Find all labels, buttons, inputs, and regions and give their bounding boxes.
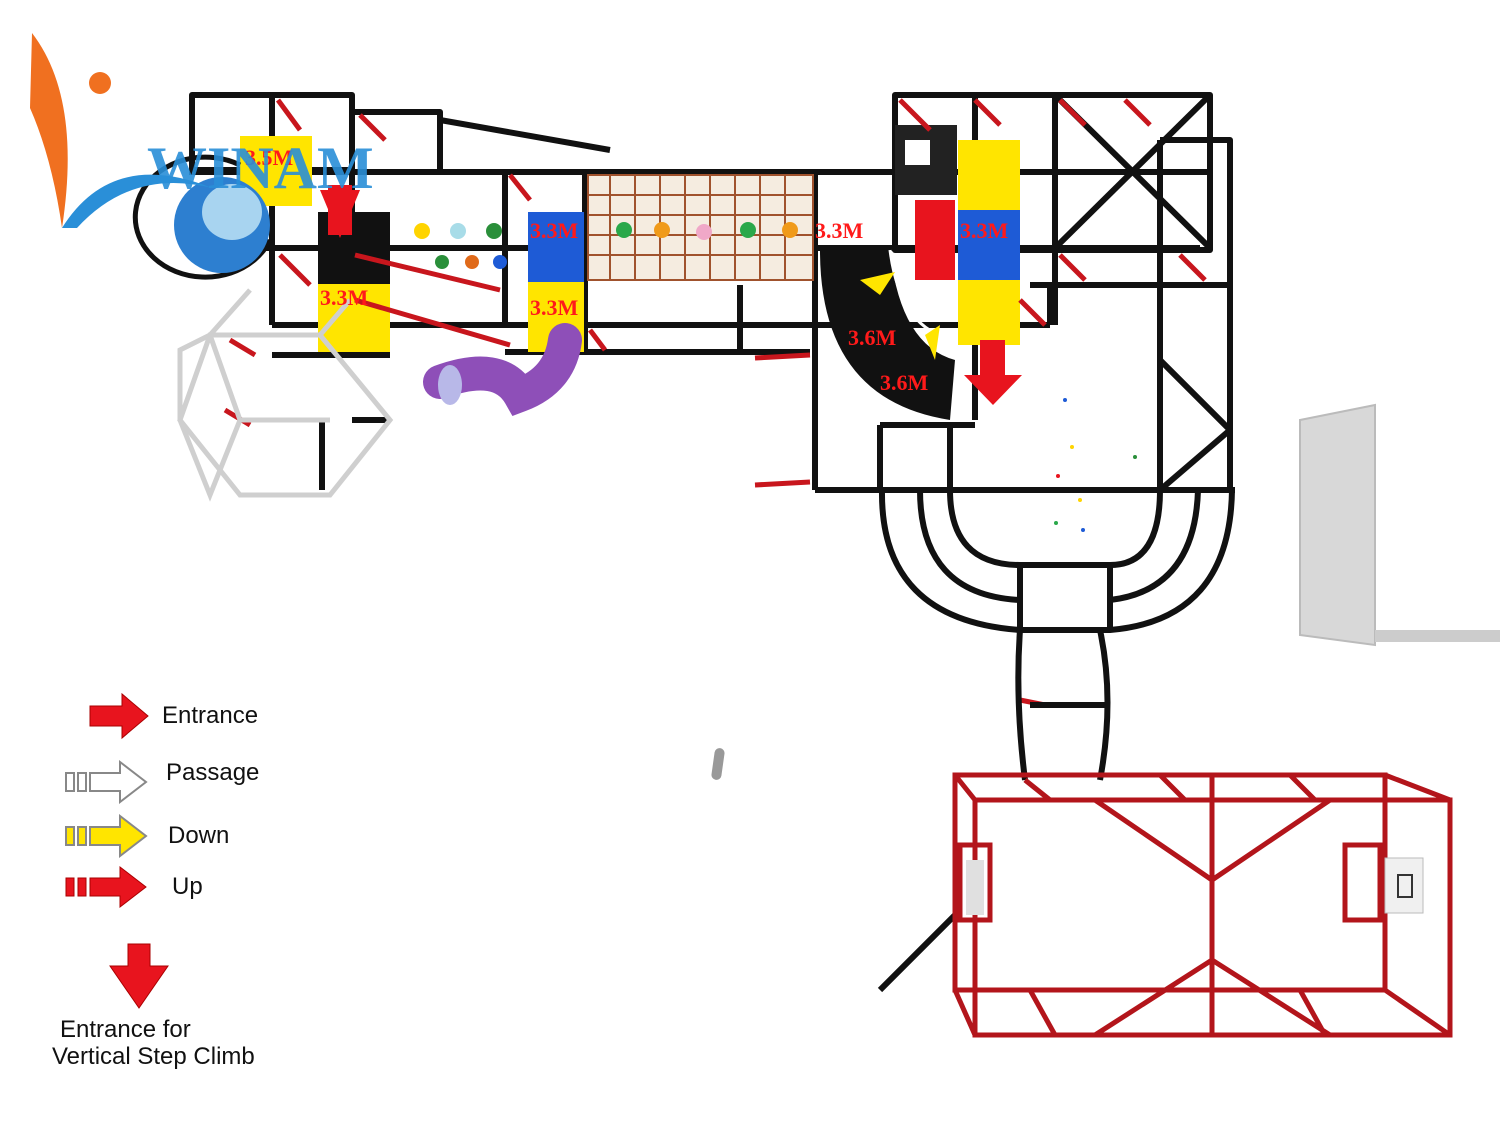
entrance-marker-right: [964, 340, 1022, 405]
winam-logo: WINAM: [30, 33, 374, 228]
legend-down: Down: [64, 814, 229, 858]
sports-court-cage: [952, 772, 1453, 1038]
main-structure-frame: [189, 92, 1235, 493]
height-label: 3.3M: [960, 218, 1009, 243]
height-label: 3.5M: [245, 145, 294, 170]
height-label: 3.3M: [530, 295, 579, 320]
legend-passage: Passage: [64, 759, 260, 804]
legend-vertical-line1: Entrance for: [60, 1016, 191, 1043]
purple-tube-slide: [423, 323, 582, 416]
blue-spiral-slide: [132, 154, 273, 280]
height-label: 3.3M: [530, 218, 579, 243]
basketball-hoop-boards: [966, 857, 1424, 915]
deck-panels: [240, 125, 1020, 352]
passage-arrow-icon: [65, 760, 148, 804]
legend-entrance: Entrance: [88, 692, 258, 740]
legend-up: Up: [64, 865, 203, 909]
height-label: 3.6M: [848, 325, 897, 350]
curved-tunnel: [877, 489, 1235, 993]
white-climbing-cage: [177, 288, 394, 502]
entrance-arrow-icon: [89, 692, 149, 740]
up-arrow-icon: [65, 865, 147, 909]
entrance-marker-left: [320, 185, 360, 238]
floor-post: [711, 748, 725, 780]
black-spiral-slide: [820, 249, 956, 420]
legend-up-label: Up: [172, 873, 203, 900]
legend-entrance-label: Entrance: [162, 702, 259, 729]
legend-vertical-line2: Vertical Step Climb: [52, 1043, 255, 1070]
height-label: 3.3M: [815, 218, 864, 243]
legend-down-label: Down: [168, 822, 230, 849]
logo-text: WINAM: [147, 135, 374, 201]
legend-passage-label: Passage: [166, 759, 260, 786]
height-label: 3.6M: [880, 370, 929, 395]
legend-vertical-step-climb: Entrance for Vertical Step Climb: [52, 1016, 255, 1070]
down-arrow-icon: [65, 814, 148, 858]
climbing-wall-panel: [1299, 403, 1500, 647]
vertical-climb-arrow-icon: [109, 943, 169, 1009]
height-label: 3.3M: [320, 285, 369, 310]
play-balls: [414, 222, 1137, 532]
height-labels: 3.5M 3.3M 3.3M 3.3M 3.3M 3.3M 3.6M 3.6M: [245, 145, 1009, 395]
